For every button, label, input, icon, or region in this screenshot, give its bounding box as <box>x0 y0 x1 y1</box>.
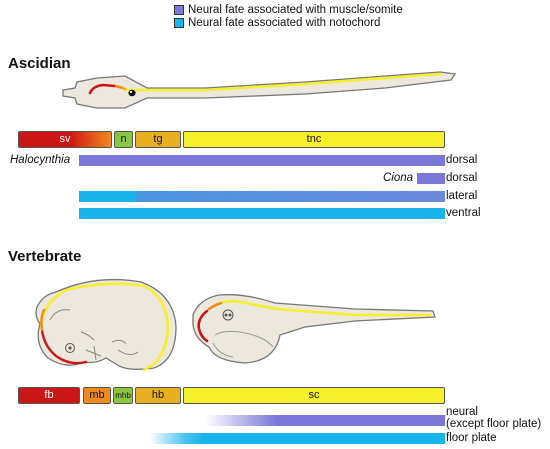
row-prefix-halocynthia: Halocynthia <box>10 154 71 166</box>
vertebrate-segment-hb: hb <box>135 387 181 404</box>
mouse-embryo-illustration <box>35 278 177 372</box>
ascidian-segment-tnc: tnc <box>183 131 445 148</box>
bar-ventral <box>79 208 445 219</box>
ascidian-segment-n: n <box>114 131 133 148</box>
row-label-ciona-dorsal: dorsal <box>446 172 478 184</box>
row-label-ventral: ventral <box>446 207 481 219</box>
row-prefix-ciona: Ciona <box>383 172 414 184</box>
legend-label-notochord: Neural fate associated with notochord <box>188 17 381 29</box>
bar-ciona-dorsal <box>417 173 445 184</box>
row-label-halocynthia-dorsal: dorsal <box>446 154 478 166</box>
bar-floor-plate <box>150 433 445 444</box>
vertebrate-segment-sc: sc <box>183 387 445 404</box>
legend-swatch-notochord <box>174 18 184 28</box>
bar-lateral <box>79 191 445 202</box>
ascidian-segment-sv: sv <box>18 131 112 148</box>
vertebrate-segment-mb: mb <box>83 387 111 404</box>
row-label-lateral: lateral <box>446 190 478 202</box>
ascidian-segment-tg: tg <box>135 131 181 148</box>
bar-neural <box>205 415 445 426</box>
ascidian-larva-illustration <box>62 71 457 109</box>
vertebrate-segment-fb: fb <box>18 387 80 404</box>
bar-halocynthia-dorsal <box>79 155 445 166</box>
vertebrate-segment-mhb: mhb <box>113 387 133 404</box>
zebrafish-embryo-illustration <box>192 294 436 364</box>
vertebrate-title: Vertebrate <box>8 248 82 265</box>
row-sublabel-neural: (except floor plate) <box>446 418 542 430</box>
legend-label-muscle: Neural fate associated with muscle/somit… <box>188 4 403 16</box>
row-label-floor-plate: floor plate <box>446 432 497 444</box>
row-label-neural: neural <box>446 406 478 418</box>
legend-swatch-muscle <box>174 5 184 15</box>
ascidian-title: Ascidian <box>8 55 71 72</box>
